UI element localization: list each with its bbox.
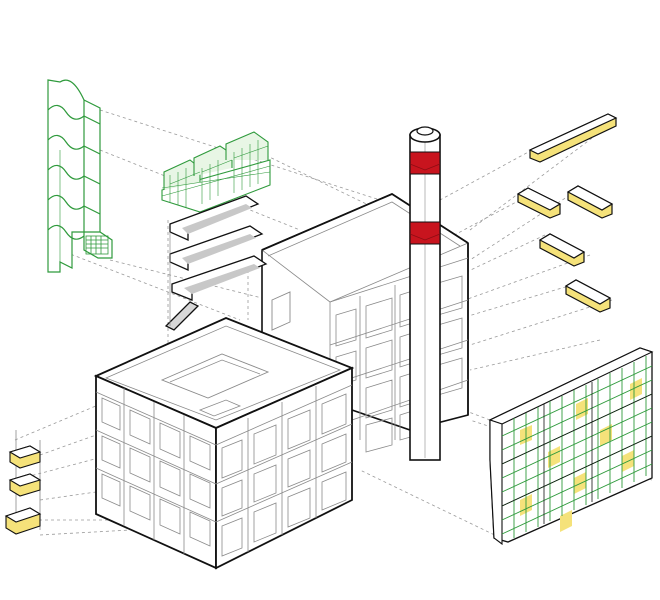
green-facade-panel: [488, 347, 654, 546]
chimney: [409, 126, 441, 461]
green-tower: [47, 79, 113, 273]
stair-flights: [164, 195, 268, 331]
yellow-balcony-stack: [4, 430, 42, 535]
front-volume: [93, 317, 355, 570]
green-sawtooth-roof: [161, 131, 271, 213]
yellow-planter-trays: [516, 113, 618, 313]
